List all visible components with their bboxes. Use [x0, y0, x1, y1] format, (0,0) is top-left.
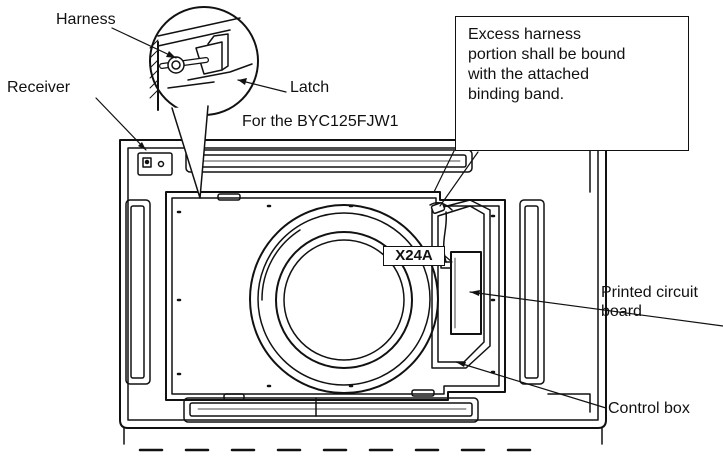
- receiver-label: Receiver: [7, 79, 71, 96]
- control-box-label: Control box: [608, 400, 690, 417]
- connector-x24a-label: X24A: [383, 246, 445, 266]
- note-line: binding band.: [468, 86, 565, 103]
- inner-frame: [165, 191, 506, 401]
- pcb-label-line2: board: [601, 303, 642, 320]
- fan-ring: [249, 204, 439, 394]
- receiver-unit: [137, 152, 173, 176]
- model-note-label: For the BYC125FJW1: [242, 113, 399, 130]
- harness-label: Harness: [56, 11, 116, 28]
- control-box: [429, 199, 491, 369]
- note-line: Excess harness: [468, 26, 581, 43]
- harness-detail-magnifier: [149, 6, 259, 199]
- decoration-panel: [119, 139, 607, 452]
- pcb-label-line1: Printed circuit: [601, 284, 698, 301]
- leader-lines: [95, 27, 723, 409]
- leader-arrowheads: [138, 51, 480, 367]
- harness-binding-note: Excess harness portion shall be bound wi…: [455, 16, 689, 151]
- note-line: with the attached: [468, 66, 589, 83]
- latch-label: Latch: [290, 79, 330, 96]
- note-line: portion shall be bound: [468, 46, 626, 63]
